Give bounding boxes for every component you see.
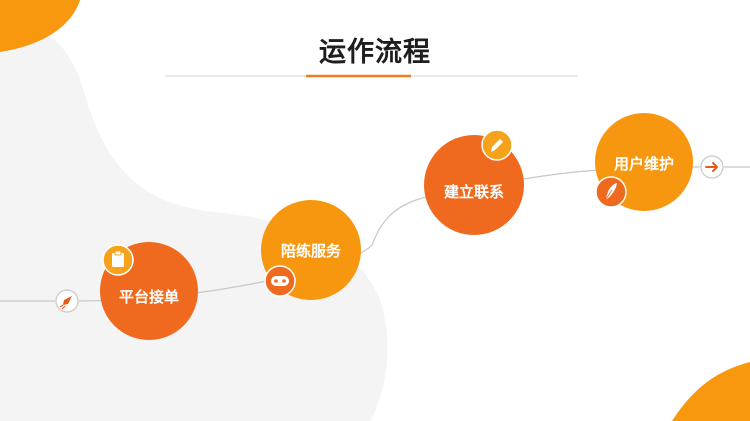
clipboard-icon xyxy=(102,244,134,276)
corner-decoration-bottom-right xyxy=(672,362,750,421)
step-label-4: 用户维护 xyxy=(613,155,674,173)
corner-decoration-top-left xyxy=(0,0,80,52)
feather-icon xyxy=(595,176,627,208)
page-title: 运作流程 xyxy=(319,37,431,68)
pencil-icon xyxy=(481,129,513,161)
arrow-right-icon[interactable] xyxy=(700,155,724,179)
step-label-1: 平台接单 xyxy=(118,288,179,306)
background-blob xyxy=(0,24,388,421)
step-label-2: 陪练服务 xyxy=(280,242,341,260)
step-label-3: 建立联系 xyxy=(443,183,504,201)
rocket-icon xyxy=(55,289,79,313)
gamepad-icon xyxy=(264,265,296,297)
